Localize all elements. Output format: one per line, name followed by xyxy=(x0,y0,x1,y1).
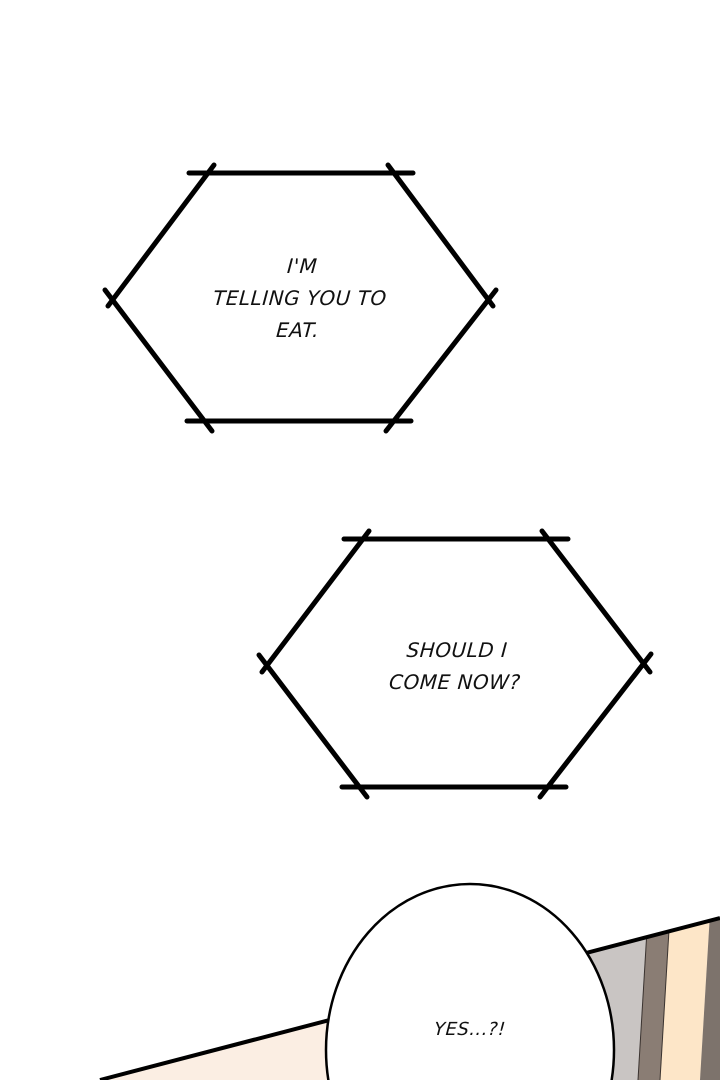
speech-text-2: SHOULD I COME NOW? xyxy=(388,638,522,694)
speech-text-1: I'M TELLING YOU TO EAT. xyxy=(212,254,388,342)
ellipse-bubble xyxy=(324,882,616,1080)
hexagon-bubble-1 xyxy=(102,162,499,434)
speech-text-3: YES...?! xyxy=(433,1019,507,1040)
hexagon-bubble-2 xyxy=(256,528,654,800)
